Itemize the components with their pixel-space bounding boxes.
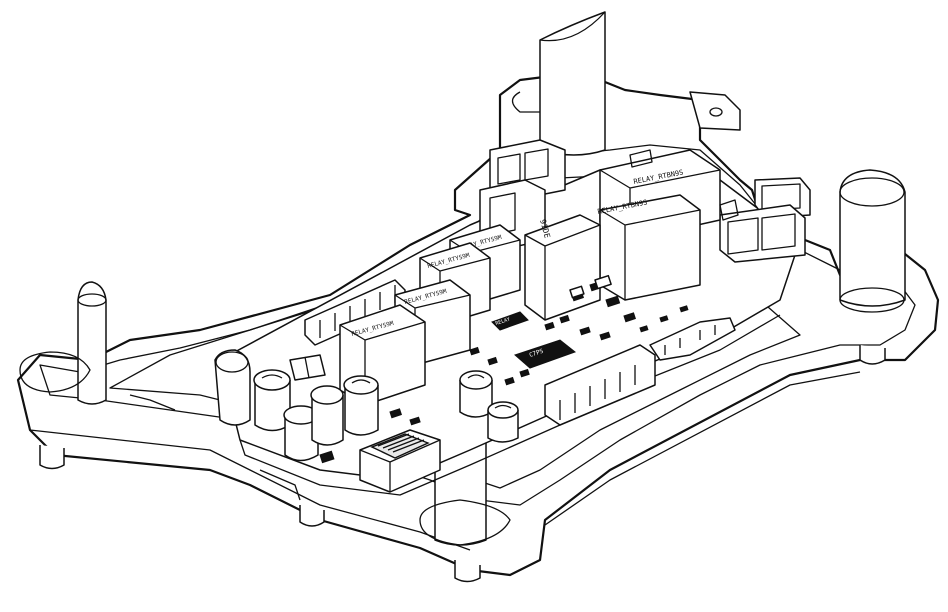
small-chip-left: RELAY <box>491 311 529 331</box>
pcb-edge <box>239 314 781 496</box>
mcu-label: C7PS <box>528 348 544 359</box>
transformer <box>359 429 441 493</box>
capacitor-5 <box>459 370 493 418</box>
small-component-right <box>719 199 739 221</box>
capacitor-1 <box>253 369 291 432</box>
mcu-chip: C7PS <box>514 339 577 369</box>
relay-upper-2: RELAY_RTBN9S <box>597 194 701 301</box>
post-left-base <box>19 351 91 393</box>
post-right <box>839 169 906 307</box>
connector-front-header <box>544 344 656 426</box>
foot-front-mid <box>299 505 325 527</box>
relay-upper-3: 91DE <box>524 214 601 321</box>
connector-right-2 <box>719 204 806 263</box>
connector-small-right <box>649 317 736 361</box>
inductor <box>214 349 251 426</box>
capacitors <box>253 369 519 462</box>
small-component-top <box>629 149 653 168</box>
capacitor-4 <box>343 375 379 436</box>
capacitor-2 <box>283 405 319 462</box>
mounting-hole <box>709 107 723 117</box>
tray-clip-front <box>259 469 301 501</box>
foot-left <box>39 445 65 470</box>
tray-clip-left <box>129 394 176 411</box>
foot-right <box>859 345 886 365</box>
foot-front-right <box>454 560 481 583</box>
post-left <box>77 281 107 405</box>
misc-details <box>129 149 739 501</box>
small-chip-label: RELAY <box>495 317 511 327</box>
post-back <box>539 11 606 156</box>
diode <box>289 354 326 381</box>
back-tab <box>689 91 741 131</box>
capacitor-6 <box>487 401 519 443</box>
connectors <box>304 139 811 426</box>
mounting-posts <box>19 11 906 546</box>
post-front-base <box>419 499 511 546</box>
capacitor-3 <box>310 385 344 446</box>
tray-right-wall <box>544 371 861 526</box>
smd-components: C7PS RELAY <box>319 274 689 464</box>
